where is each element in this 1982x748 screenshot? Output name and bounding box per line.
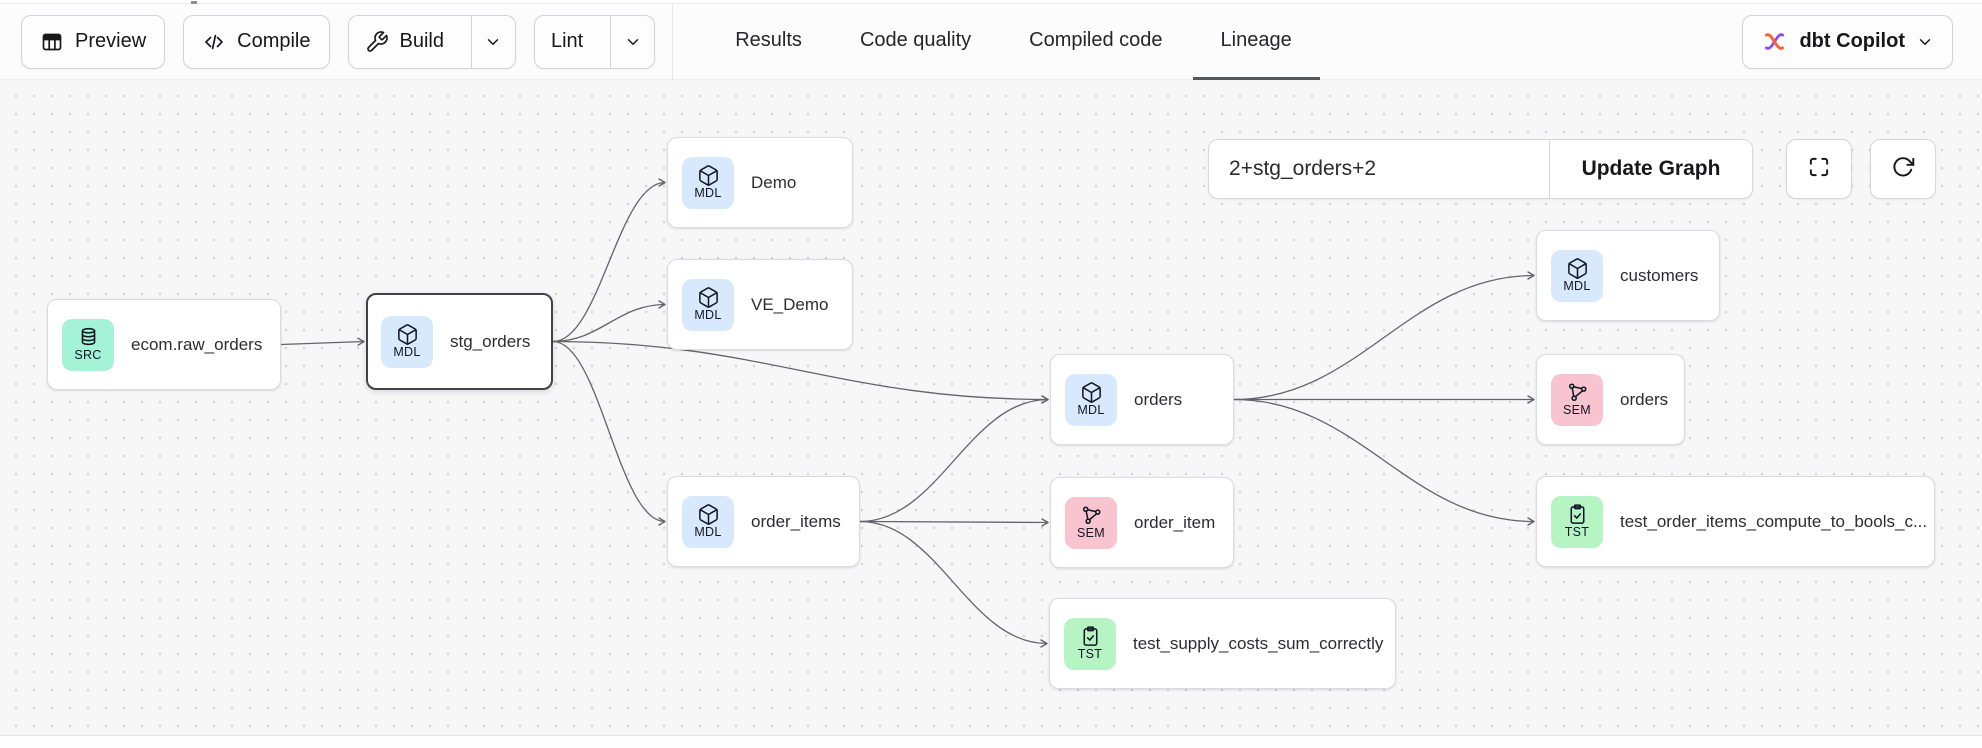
code-icon — [202, 30, 226, 54]
node-label: order_items — [751, 511, 841, 531]
build-split-button: Build — [347, 14, 516, 69]
badge-label: MDL — [694, 308, 722, 323]
preview-label: Preview — [75, 30, 147, 52]
build-label: Build — [399, 30, 444, 52]
tst-badge: TST — [1064, 617, 1116, 670]
bottom-strip — [0, 735, 1982, 748]
semantic-network-icon — [1566, 381, 1589, 404]
toolbar-divider — [672, 4, 674, 79]
build-dropdown-button[interactable] — [470, 15, 515, 68]
node-label: test_supply_costs_sum_correctly — [1133, 633, 1384, 653]
tab-compiled-code[interactable]: Compiled code — [1029, 28, 1163, 51]
chevron-down-icon — [624, 33, 642, 51]
node-selector: Update Graph — [1208, 139, 1753, 199]
top-hairline — [0, 0, 1982, 4]
mdl-badge: MDL — [682, 156, 734, 209]
test-clipboard-icon — [1079, 625, 1102, 648]
copilot-label: dbt Copilot — [1799, 30, 1905, 52]
node-label: ecom.raw_orders — [131, 334, 263, 354]
tst-badge: TST — [1551, 495, 1603, 548]
node-label: test_order_items_compute_to_bools_c... — [1620, 511, 1928, 531]
badge-label: TST — [1077, 647, 1103, 662]
graph-node-orders_mdl[interactable]: MDL orders — [1050, 354, 1234, 445]
badge-label: MDL — [393, 345, 421, 360]
table-icon — [40, 30, 64, 54]
toolbar: Preview Compile Build — [0, 14, 656, 69]
mdl-badge: MDL — [1065, 373, 1117, 426]
badge-label: TST — [1564, 525, 1590, 540]
badge-label: SEM — [1563, 403, 1591, 418]
graph-node-customers[interactable]: MDL customers — [1536, 230, 1720, 321]
lint-dropdown-button[interactable] — [610, 15, 654, 68]
lint-button[interactable]: Lint — [535, 16, 599, 68]
graph-node-order_items[interactable]: MDL order_items — [667, 476, 860, 567]
build-button[interactable]: Build — [349, 16, 460, 68]
test-clipboard-icon — [1566, 503, 1589, 526]
node-label: VE_Demo — [751, 294, 829, 314]
mdl-badge: MDL — [682, 278, 734, 331]
node-label: customers — [1620, 265, 1699, 285]
lint-split-button: Lint — [533, 14, 656, 69]
graph-node-stg_orders[interactable]: MDL stg_orders — [366, 293, 553, 390]
sem-badge: SEM — [1065, 496, 1117, 549]
compile-label: Compile — [237, 30, 311, 52]
graph-node-demo[interactable]: MDL Demo — [667, 137, 853, 228]
model-cube-icon — [697, 503, 720, 526]
graph-node-test_order_items[interactable]: TST test_order_items_compute_to_bools_c..… — [1536, 476, 1935, 567]
dbt-copilot-icon — [1761, 28, 1788, 55]
model-cube-icon — [697, 164, 720, 187]
badge-label: MDL — [694, 186, 722, 201]
fullscreen-button[interactable] — [1786, 139, 1852, 199]
node-label: orders — [1620, 389, 1669, 409]
model-cube-icon — [697, 286, 720, 309]
mdl-badge: MDL — [682, 495, 734, 548]
wrench-icon — [365, 30, 389, 54]
model-cube-icon — [396, 323, 419, 346]
chevron-down-icon — [1916, 33, 1934, 51]
badge-label: SEM — [1077, 526, 1105, 541]
semantic-network-icon — [1080, 504, 1103, 527]
badge-label: SRC — [74, 348, 102, 363]
lint-label: Lint — [550, 30, 584, 52]
node-label: orders — [1134, 389, 1183, 409]
chevron-down-icon — [484, 33, 502, 51]
node-label: stg_orders — [450, 331, 531, 351]
graph-node-orders_sem[interactable]: SEM orders — [1536, 354, 1685, 445]
badge-label: MDL — [694, 525, 722, 540]
badge-label: MDL — [1563, 279, 1591, 294]
node-label: Demo — [751, 172, 797, 192]
mdl-badge: MDL — [1551, 249, 1603, 302]
model-cube-icon — [1080, 381, 1103, 404]
graph-node-test_supply[interactable]: TST test_supply_costs_sum_correctly — [1049, 598, 1396, 689]
update-graph-button[interactable]: Update Graph — [1549, 140, 1752, 198]
compile-button[interactable]: Compile — [183, 14, 330, 69]
refresh-icon — [1890, 154, 1916, 185]
node-selector-input[interactable] — [1209, 140, 1549, 198]
badge-label: MDL — [1077, 403, 1105, 418]
preview-button[interactable]: Preview — [21, 14, 166, 69]
ide-header: Preview Compile Build — [0, 4, 1982, 80]
graph-node-raw_orders[interactable]: SRC ecom.raw_orders — [47, 299, 281, 390]
mdl-badge: MDL — [381, 315, 433, 368]
top-tick — [191, 1, 197, 4]
src-badge: SRC — [62, 318, 114, 371]
node-label: order_item — [1134, 512, 1216, 532]
refresh-button[interactable] — [1870, 139, 1936, 199]
graph-node-ve_demo[interactable]: MDL VE_Demo — [667, 259, 853, 350]
maximize-icon — [1806, 154, 1832, 185]
tab-lineage[interactable]: Lineage — [1192, 4, 1320, 80]
dbt-copilot-button[interactable]: dbt Copilot — [1742, 14, 1953, 69]
graph-node-order_item_sem[interactable]: SEM order_item — [1050, 477, 1234, 568]
tab-code-quality[interactable]: Code quality — [859, 28, 972, 51]
model-cube-icon — [1566, 257, 1589, 280]
tab-results[interactable]: Results — [735, 28, 802, 51]
sem-badge: SEM — [1551, 373, 1603, 426]
database-icon — [77, 326, 100, 349]
result-tabs: Results Code quality Compiled code Linea… — [707, 4, 1320, 80]
